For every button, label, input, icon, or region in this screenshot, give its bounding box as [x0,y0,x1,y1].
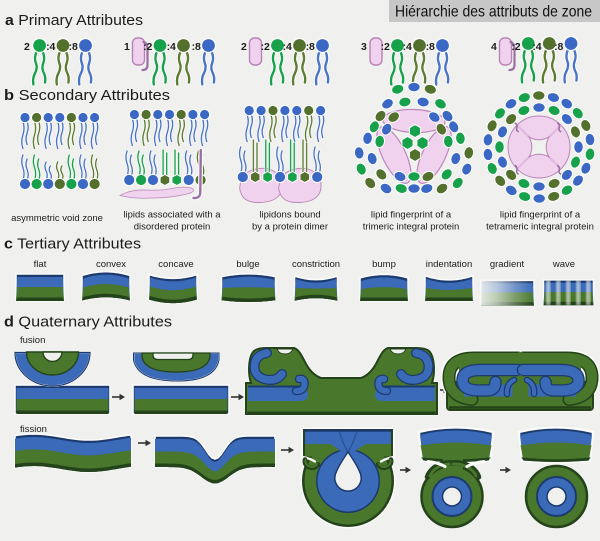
svg-text:4: 4 [491,41,497,53]
svg-text:8: 8 [72,41,78,53]
svg-text:4: 4 [50,41,56,53]
svg-text:1: 1 [124,41,130,53]
svg-text::: : [261,41,265,53]
svg-text:bulge: bulge [236,259,259,270]
svg-text:b Secondary Attributes: b Secondary Attributes [4,87,170,104]
svg-text:a Primary Attributes: a Primary Attributes [5,12,143,29]
svg-text:lipid fingerprint of a: lipid fingerprint of a [500,210,581,221]
svg-text:4: 4 [406,41,412,53]
svg-text:wave: wave [552,259,575,270]
svg-text:tetrameric integral protein: tetrameric integral protein [486,222,594,233]
svg-text:lipid fingerprint of a: lipid fingerprint of a [371,210,452,221]
svg-text:3: 3 [361,41,367,53]
svg-text:convex: convex [96,259,126,270]
svg-text::: : [46,41,50,53]
svg-text:8: 8 [195,41,201,53]
svg-text::: : [167,41,171,53]
svg-text::: : [306,41,310,53]
svg-text:bump: bump [372,259,396,270]
svg-text:constriction: constriction [292,259,340,270]
svg-text:concave: concave [158,259,193,270]
svg-text:lipidons bound: lipidons bound [259,210,320,221]
svg-text:2: 2 [264,41,270,53]
svg-text:fusion: fusion [20,335,45,346]
svg-text:flat: flat [34,259,47,270]
svg-text::: : [403,41,407,53]
svg-text::: : [426,41,430,53]
svg-text:4: 4 [170,41,176,53]
svg-text:asymmetric void zone: asymmetric void zone [11,213,103,224]
svg-text:2: 2 [147,41,153,53]
svg-text:2: 2 [24,41,30,53]
svg-text::: : [554,41,558,53]
svg-text::: : [143,41,147,53]
svg-text:2: 2 [515,41,521,53]
svg-text:lipids associated with a: lipids associated with a [123,210,221,221]
svg-text:2: 2 [384,41,390,53]
svg-text:4: 4 [286,41,292,53]
svg-text:2: 2 [241,41,247,53]
svg-text:d Quaternary Attributes: d Quaternary Attributes [4,314,172,331]
svg-text::: : [283,41,287,53]
svg-text:8: 8 [309,41,315,53]
svg-text:c Tertiary Attributes: c Tertiary Attributes [4,236,141,253]
svg-text:trimeric integral protein: trimeric integral protein [363,222,460,233]
svg-text:by a protein dimer: by a protein dimer [252,222,328,233]
svg-text:Hiérarchie des attributs de zo: Hiérarchie des attributs de zone [395,4,592,21]
svg-text:8: 8 [558,41,564,53]
svg-text:indentation: indentation [426,259,472,270]
svg-text::: : [192,41,196,53]
svg-text::: : [511,41,515,53]
svg-text:fission: fission [20,424,47,435]
svg-text:8: 8 [429,41,435,53]
svg-text:4: 4 [536,41,542,53]
svg-text::: : [69,41,73,53]
svg-text::: : [532,41,536,53]
svg-text:gradient: gradient [490,259,525,270]
svg-text::: : [381,41,385,53]
svg-text:disordered protein: disordered protein [134,222,211,233]
